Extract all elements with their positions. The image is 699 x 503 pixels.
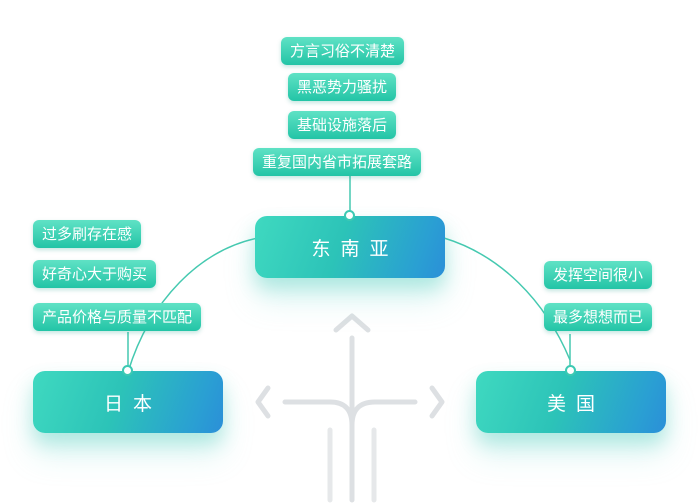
node-japan-label: 日本 [103, 392, 162, 415]
arc-japan-southeast-asia [127, 237, 259, 373]
tag-southeast-asia-4: 重复国内省市拓展套路 [253, 148, 422, 176]
tag-usa-1: 发挥空间很小 [544, 261, 653, 289]
junction-dot-southeast-asia [344, 210, 355, 221]
tag-japan-1: 过多刷存在感 [33, 220, 142, 248]
tag-japan-2: 好奇心大于购买 [33, 260, 157, 288]
tag-southeast-asia-2: 黑恶势力骚扰 [288, 73, 397, 101]
tag-japan-3: 产品价格与质量不匹配 [33, 303, 202, 331]
tag-southeast-asia-3: 基础设施落后 [288, 111, 397, 139]
node-southeast-asia: 东南亚 [255, 216, 445, 278]
node-southeast-asia-label: 东南亚 [311, 237, 399, 260]
junction-dot-japan [122, 365, 133, 376]
node-usa: 美国 [476, 371, 666, 433]
junction-dot-usa [565, 365, 576, 376]
node-japan: 日本 [33, 371, 223, 433]
node-usa-label: 美国 [546, 392, 605, 415]
arc-southeast-asia-usa [443, 237, 571, 361]
tag-usa-2: 最多想想而已 [544, 303, 653, 331]
crossroads-arrows-icon [255, 313, 445, 503]
tag-southeast-asia-1: 方言习俗不清楚 [281, 37, 405, 65]
